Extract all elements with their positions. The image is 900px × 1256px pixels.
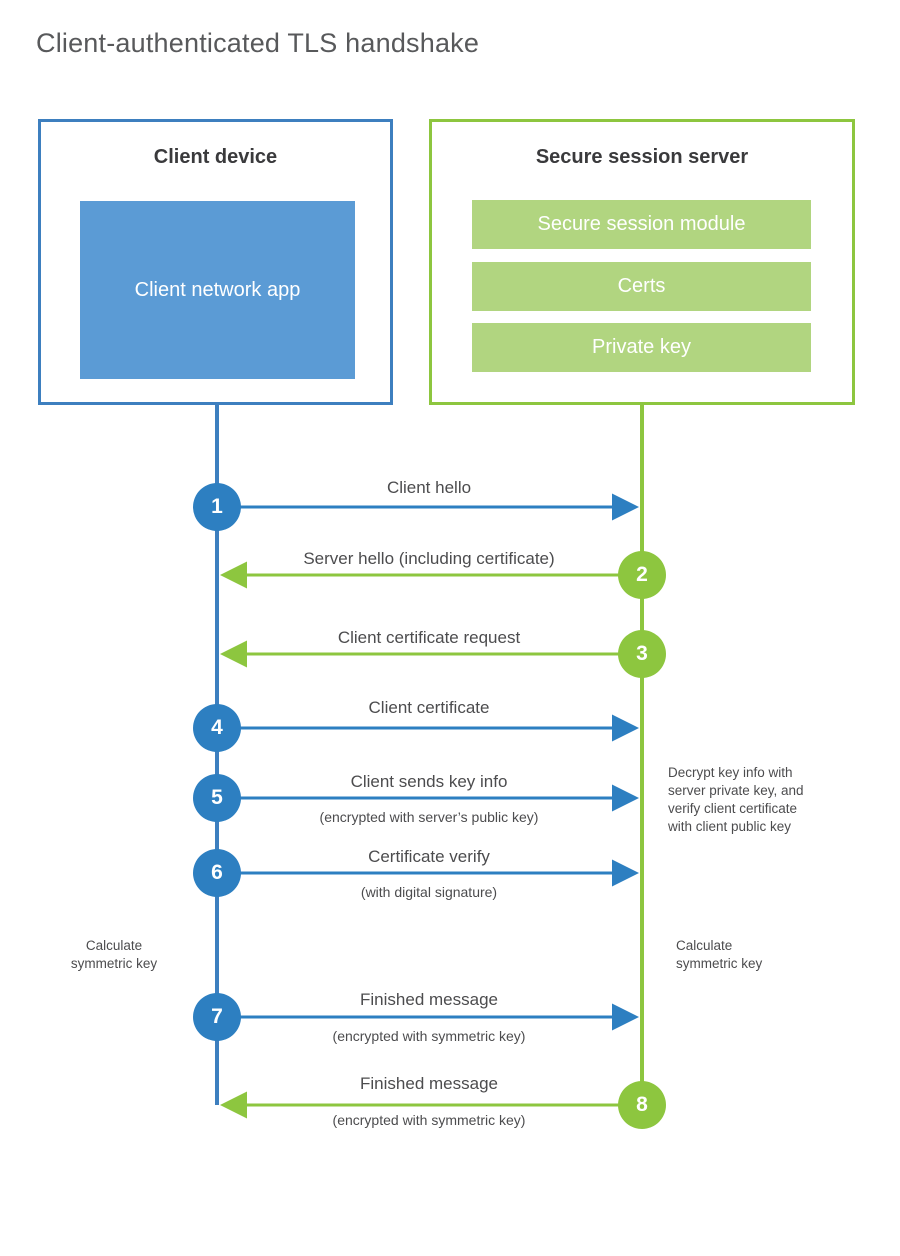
step-badge-6[interactable]: 6 bbox=[193, 849, 241, 897]
message-label-4: Client certificate bbox=[368, 698, 490, 717]
step-badge-1[interactable]: 1 bbox=[193, 483, 241, 531]
server-decrypt-note-line-2: server private key, and bbox=[668, 783, 804, 798]
client-device-title: Client device bbox=[153, 146, 278, 168]
server-calculate-note-line-2: symmetric key bbox=[676, 956, 763, 971]
step-badge-7[interactable]: 7 bbox=[193, 993, 241, 1041]
client-calculate-symmetric-key-note: Calculate symmetric key bbox=[30, 937, 198, 973]
message-label-6: Certificate verify bbox=[368, 847, 490, 866]
message-label-5: Client sends key info bbox=[350, 772, 508, 791]
message-label-3: Client certificate request bbox=[337, 628, 521, 647]
step-badge-2[interactable]: 2 bbox=[618, 551, 666, 599]
server-calculate-symmetric-key-note: Calculate symmetric key bbox=[676, 937, 851, 973]
step-badge-3[interactable]: 3 bbox=[618, 630, 666, 678]
client-network-app-block: Client network app bbox=[80, 201, 355, 379]
server-calculate-note-line-1: Calculate bbox=[676, 938, 733, 953]
message-sublabel-8: (encrypted with symmetric key) bbox=[332, 1112, 526, 1128]
server-decrypt-note-line-1: Decrypt key info with bbox=[668, 765, 793, 780]
message-sublabel-7: (encrypted with symmetric key) bbox=[332, 1028, 526, 1044]
message-label-7: Finished message bbox=[360, 990, 498, 1009]
server-component-secure-session-module: Secure session module bbox=[472, 200, 811, 249]
step-badge-4[interactable]: 4 bbox=[193, 704, 241, 752]
secure-session-server-title: Secure session server bbox=[535, 146, 749, 168]
step-badge-8[interactable]: 8 bbox=[618, 1081, 666, 1129]
page-title: Client-authenticated TLS handshake bbox=[36, 28, 480, 58]
server-decrypt-note-line-4: with client public key bbox=[668, 819, 792, 834]
client-calculate-note-line-1: Calculate bbox=[85, 938, 143, 953]
message-sublabel-5: (encrypted with server’s public key) bbox=[319, 809, 539, 825]
server-decrypt-note: Decrypt key info with server private key… bbox=[668, 764, 843, 836]
message-label-1: Client hello bbox=[386, 478, 472, 497]
message-label-8: Finished message bbox=[360, 1074, 498, 1093]
message-label-2: Server hello (including certificate) bbox=[303, 549, 555, 568]
secure-session-server-box: Secure session server Secure session mod… bbox=[429, 119, 855, 405]
step-badge-5[interactable]: 5 bbox=[193, 774, 241, 822]
client-device-box: Client device Client network app bbox=[38, 119, 393, 405]
client-calculate-note-line-2: symmetric key bbox=[70, 956, 158, 971]
server-component-certs: Certs bbox=[472, 262, 811, 311]
message-sublabel-6: (with digital signature) bbox=[360, 884, 498, 900]
server-decrypt-note-line-3: verify client certificate bbox=[668, 801, 798, 816]
server-component-private-key: Private key bbox=[472, 323, 811, 372]
